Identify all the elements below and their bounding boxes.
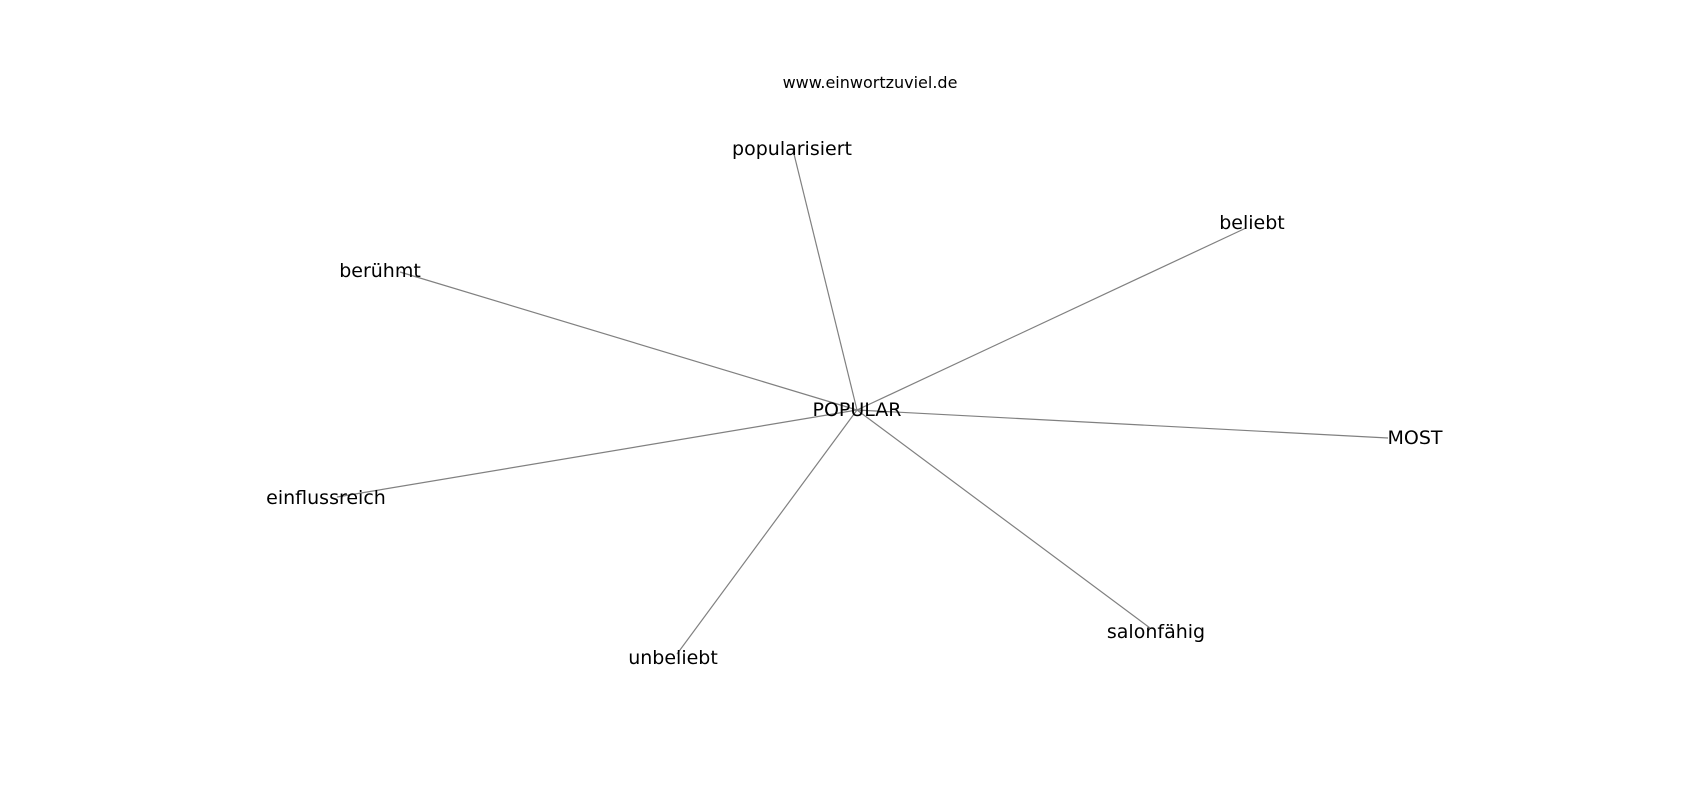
edge-popularisiert: [792, 149, 858, 411]
node-popularisiert: popularisiert: [732, 138, 852, 160]
edge-most: [856, 409, 1389, 439]
site-title: www.einwortzuviel.de: [783, 73, 958, 92]
edge-einflussreich: [336, 409, 858, 498]
node-center-popular: POPULAR: [813, 399, 902, 421]
edge-beruehmt: [399, 271, 858, 411]
node-beliebt: beliebt: [1219, 212, 1285, 234]
node-most: MOST: [1387, 427, 1442, 449]
node-salonfaehig: salonfähig: [1107, 621, 1205, 643]
node-unbeliebt: unbeliebt: [628, 647, 718, 669]
node-einflussreich: einflussreich: [266, 487, 386, 509]
nodes-layer: POPULAR popularisiert beliebt berühmt MO…: [266, 138, 1443, 669]
edge-unbeliebt: [676, 409, 858, 655]
edge-beliebt: [856, 227, 1247, 411]
edge-salonfaehig: [856, 409, 1151, 629]
edges-layer: [336, 149, 1389, 655]
node-beruehmt: berühmt: [339, 260, 421, 282]
